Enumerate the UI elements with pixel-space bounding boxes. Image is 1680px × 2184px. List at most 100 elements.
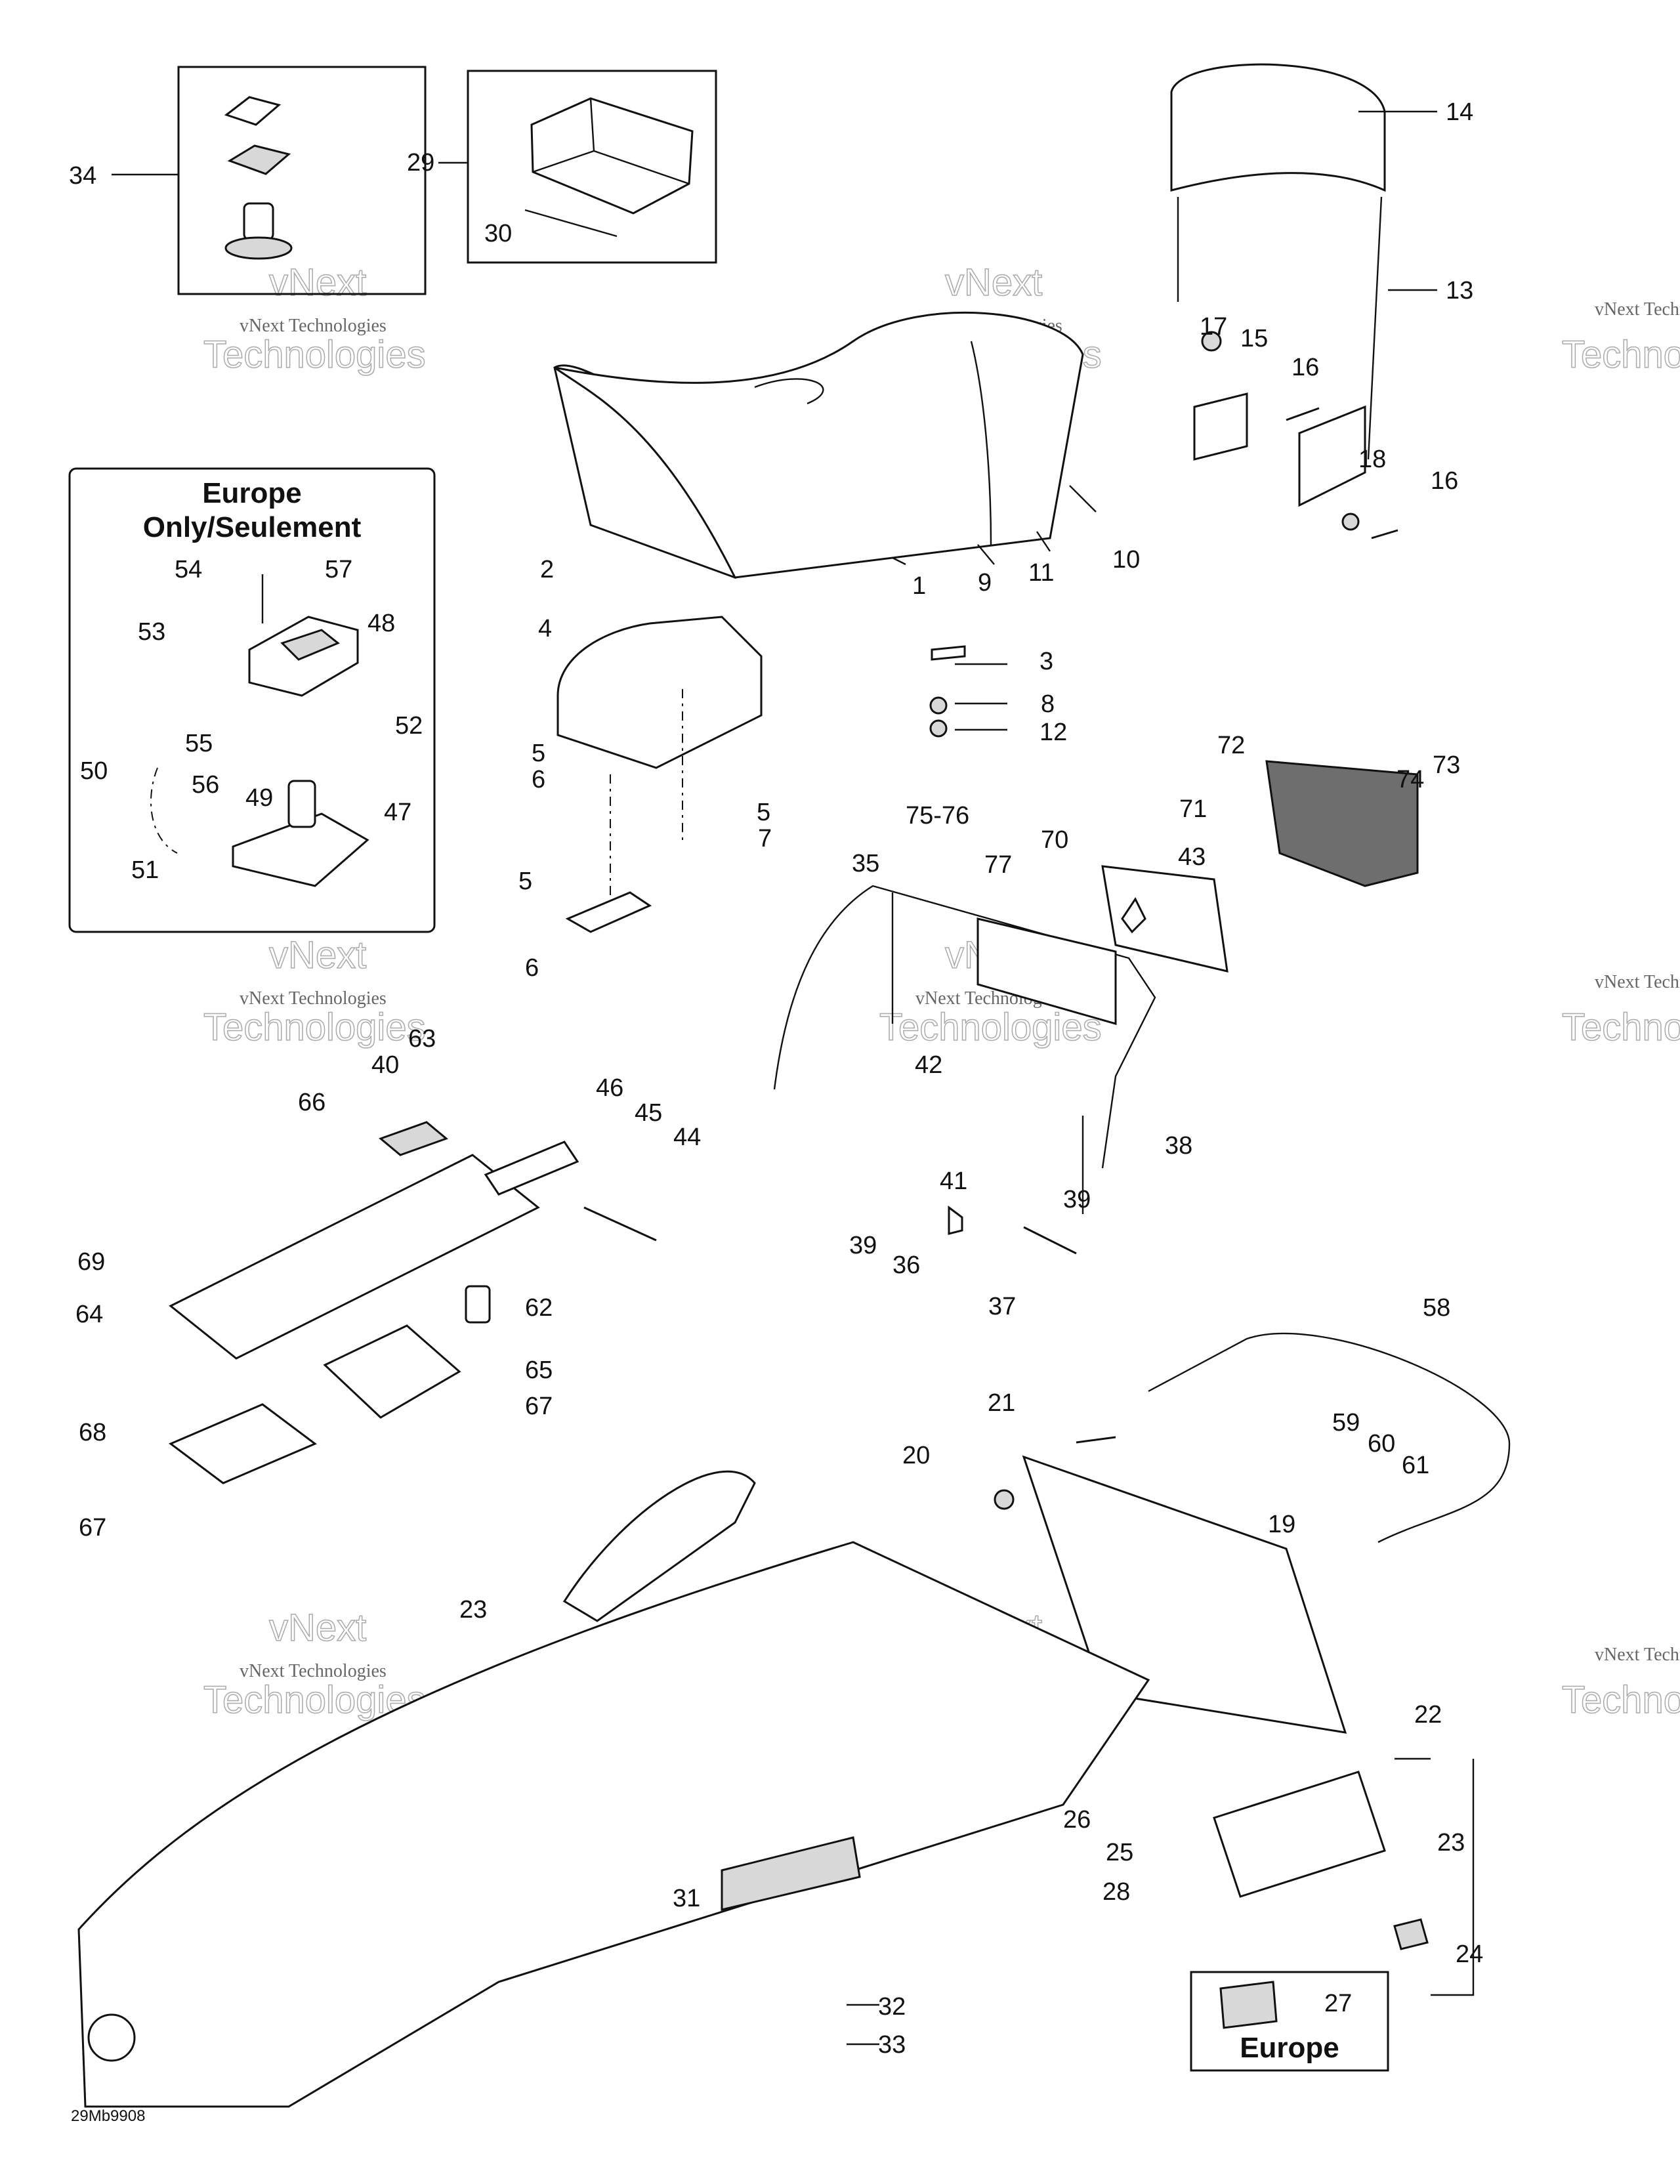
callout-40: 40 (371, 1051, 399, 1079)
backrest-assembly (1170, 63, 1398, 539)
callout-27: 27 (1324, 1990, 1352, 2017)
seat-strap (970, 341, 992, 545)
watermark-big: Technologies (1562, 333, 1680, 376)
nut-part (1201, 331, 1222, 352)
callout-19: 19 (1268, 1511, 1295, 1538)
callout-32: 32 (878, 1993, 906, 2021)
mudguard-part (1213, 1771, 1386, 1898)
watermark-big: vNext (269, 934, 366, 976)
leader-line (847, 2004, 879, 2046)
callout-60: 60 (1368, 1430, 1395, 1458)
spacer-part (948, 1206, 963, 1235)
backing-plate-part (169, 1403, 317, 1484)
callout-25: 25 (1106, 1839, 1133, 1866)
cushion-part (530, 97, 694, 215)
callout-30: 30 (484, 220, 512, 247)
callout-7: 7 (758, 825, 772, 852)
callout-45: 45 (635, 1099, 662, 1127)
callout-43: 43 (1178, 843, 1206, 871)
callout-20: 20 (902, 1442, 930, 1469)
kit-box-34 (177, 66, 427, 295)
callout-54: 54 (175, 556, 202, 583)
callout-57: 57 (325, 556, 352, 583)
callout-50: 50 (80, 757, 108, 785)
callout-14: 14 (1446, 98, 1473, 126)
bracket-part (1193, 392, 1248, 461)
callout-16: 16 (1431, 467, 1458, 495)
callout-51: 51 (131, 856, 159, 884)
bolt-part (1023, 1226, 1077, 1255)
callout-3: 3 (1040, 648, 1053, 675)
watermark-big: vNext (269, 1606, 366, 1649)
callout-12: 12 (1040, 719, 1067, 746)
watermark-big: Technologies (1562, 1006, 1680, 1049)
callout-62: 62 (525, 1294, 553, 1322)
callout-21: 21 (988, 1389, 1015, 1417)
callout-2: 2 (540, 556, 554, 583)
hitch-plate-part (169, 1154, 540, 1360)
bolt-part (931, 645, 966, 661)
label-part (280, 629, 340, 661)
kit-frame (467, 70, 717, 264)
callout-38: 38 (1165, 1132, 1192, 1160)
seat-base-assembly (556, 616, 966, 933)
kit-frame (177, 66, 427, 295)
callout-39: 39 (1063, 1186, 1091, 1213)
leader-line (1069, 485, 1097, 513)
callout-41: 41 (940, 1167, 967, 1195)
callout-55: 55 (185, 730, 213, 757)
leader-line (524, 209, 618, 238)
leader-line (1036, 531, 1051, 552)
europe-only-box: Europe Only/Seulement (68, 467, 436, 933)
callout-70: 70 (1041, 826, 1068, 854)
callout-35: 35 (852, 850, 879, 877)
callout-53: 53 (138, 618, 165, 646)
callout-8: 8 (1041, 690, 1055, 718)
tunnel-part (77, 1541, 1150, 2108)
hinge-post-part (243, 202, 274, 241)
reflector-part (1393, 1918, 1429, 1950)
callout-61: 61 (1402, 1452, 1429, 1479)
watermark-text: vNext Technologies (1595, 972, 1680, 992)
callout-47: 47 (384, 799, 411, 826)
gasket-part (224, 96, 282, 126)
latch-post-part (287, 780, 316, 828)
callout-49: 49 (245, 784, 273, 812)
callout-52: 52 (395, 712, 423, 740)
bolt-part (1286, 407, 1398, 539)
callout-63: 63 (408, 1025, 436, 1053)
callout-75-76: 75-76 (906, 802, 969, 830)
callout-13: 13 (1446, 277, 1473, 304)
taillight-housing-part (1101, 865, 1228, 973)
callout-77: 77 (984, 851, 1012, 879)
assembly-line (610, 689, 683, 899)
decal-part (379, 1121, 448, 1156)
callout-29: 29 (407, 149, 434, 177)
pin-part (583, 1206, 657, 1242)
bracket-line (1431, 1759, 1475, 1996)
callout-36: 36 (892, 1251, 920, 1279)
callout-22: 22 (1414, 1701, 1442, 1729)
callout-65: 65 (525, 1356, 553, 1384)
reflector-plate-part (721, 1836, 861, 1911)
cushion-edge (532, 98, 690, 185)
leader-line (977, 544, 995, 565)
watermark-big: Technologies (1562, 1679, 1680, 1721)
callout-11: 11 (1028, 559, 1054, 587)
backrest-frame (1177, 196, 1383, 460)
callout-69: 69 (77, 1248, 105, 1276)
seat-base-part (556, 616, 763, 769)
watermark-big: vNext (945, 261, 1042, 304)
europe-title: Europe (202, 477, 302, 509)
callout-48: 48 (368, 610, 395, 637)
callout-5: 5 (757, 799, 770, 826)
callout-6: 6 (532, 766, 545, 793)
callout-1: 1 (912, 572, 926, 600)
callout-18: 18 (1358, 446, 1386, 473)
callout-66: 66 (298, 1089, 326, 1116)
washer-part (994, 1489, 1015, 1510)
kit-box-29 (467, 70, 717, 264)
leader-line (892, 556, 906, 566)
callout-5: 5 (532, 740, 545, 767)
